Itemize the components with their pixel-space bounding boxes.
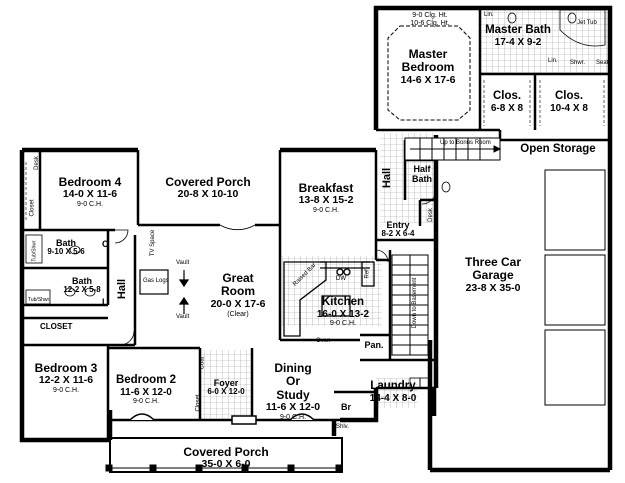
bath-fixtures	[25, 9, 606, 389]
room-dining-or-study: Dining Or Study 11-6 X 12-0 9-0 C.H.	[265, 361, 321, 422]
label-hall-right: Hall	[381, 167, 394, 189]
tray-ceiling	[387, 25, 471, 121]
kitchen-counters	[283, 261, 375, 337]
room-open-storage: Open Storage	[520, 143, 596, 155]
label-closet-b2: Closet	[195, 394, 202, 412]
label-tv-space: TV Space	[150, 229, 157, 257]
room-kitchen: Kitchen 16-0 X 13-2 9-0 C.H.	[316, 296, 370, 328]
room-garage: Three Car Garage 23-8 X 35-0	[464, 255, 522, 294]
room-half-bath: Half Bath	[412, 164, 432, 185]
room-entry: Entry 8-2 X 6-4	[381, 220, 415, 239]
label-linen-mirror: Lin.	[548, 58, 558, 64]
label-c: C	[102, 239, 109, 249]
label-shlv: Shlv.	[336, 424, 349, 430]
room-foyer: Foyer 6-0 X 12-0	[207, 378, 245, 397]
door-swings	[114, 189, 437, 346]
garage-doors	[544, 169, 606, 406]
room-laundry: Laundry 14-4 X 8-0	[369, 380, 417, 404]
label-desk-left: Desk	[33, 156, 40, 170]
label-seat: Seat	[596, 60, 609, 66]
room-bath-2: Bath 12-2 X 5-8	[63, 276, 101, 295]
label-down-to-basement: Down to Basement	[412, 277, 418, 329]
room-pantry: Pan.	[364, 340, 384, 350]
interior-walls	[22, 8, 610, 440]
room-master-bath: Master Bath 17-4 X 9-2	[485, 24, 551, 48]
label-closet-left: Closet	[29, 199, 36, 217]
room-bedroom-4: Bedroom 4 14-0 X 11-6 9-0 C.H.	[58, 175, 122, 209]
label-l: L	[102, 297, 108, 307]
label-oven: Oven	[316, 338, 331, 344]
room-br: Br	[340, 402, 352, 412]
label-dw: DW	[336, 276, 346, 282]
room-bath-1: Bath 9-10 X 5-6	[47, 238, 85, 257]
label-desk-right: Desk	[427, 208, 434, 222]
vault-arrows	[178, 270, 190, 314]
label-vault-2: Vault	[176, 314, 190, 320]
room-closet-1: Clos. 6-8 X 8	[490, 90, 524, 114]
room-great-room: Great Room 20-0 X 17-6 (Clear)	[210, 271, 266, 318]
room-covered-porch-top: Covered Porch 20-8 X 10-10	[165, 175, 251, 201]
porch-bottom	[105, 437, 343, 473]
label-tub-1: Tub/Shwr.	[31, 239, 38, 262]
room-covered-porch-bottom: Covered Porch 35-0 X 6-0	[183, 445, 269, 471]
exterior-walls	[19, 5, 613, 473]
basement-stair	[391, 254, 429, 356]
room-closet-2: Clos. 10-4 X 8	[550, 90, 588, 114]
label-up-to-bonus: Up to Bonus Room	[440, 140, 491, 146]
master-ceiling-note: 9-0 Clg. Ht. 10-6 Clg. Ht.	[410, 12, 450, 27]
room-breakfast: Breakfast 13-8 X 15-2 9-0 C.H.	[298, 181, 354, 215]
label-coat: Coat	[199, 356, 206, 370]
label-lin: Lin.	[484, 12, 494, 18]
bonus-stair	[404, 137, 502, 161]
fireplace	[139, 269, 169, 295]
label-vault-1: Vault	[176, 260, 190, 266]
closet-shelves	[25, 80, 605, 222]
label-closet-bar: CLOSET	[40, 322, 73, 331]
label-shower: Shwr.	[570, 60, 586, 66]
room-master-bedroom: Master Bedroom 14-6 X 17-6	[400, 47, 456, 86]
label-ref: Ref.	[364, 267, 371, 279]
room-bedroom-3: Bedroom 3 12-2 X 11-6 9-0 C.H.	[34, 361, 98, 395]
room-bedroom-2: Bedroom 2 11-6 X 12-0 9-0 C.H.	[115, 374, 177, 406]
front-windows	[129, 413, 315, 425]
label-gas-logs: Gas Logs	[143, 278, 169, 284]
label-jet-tub: Jet Tub	[577, 20, 597, 26]
label-hall-left: Hall	[116, 278, 129, 300]
label-tub-2: Tub/Shwr.	[28, 297, 51, 303]
